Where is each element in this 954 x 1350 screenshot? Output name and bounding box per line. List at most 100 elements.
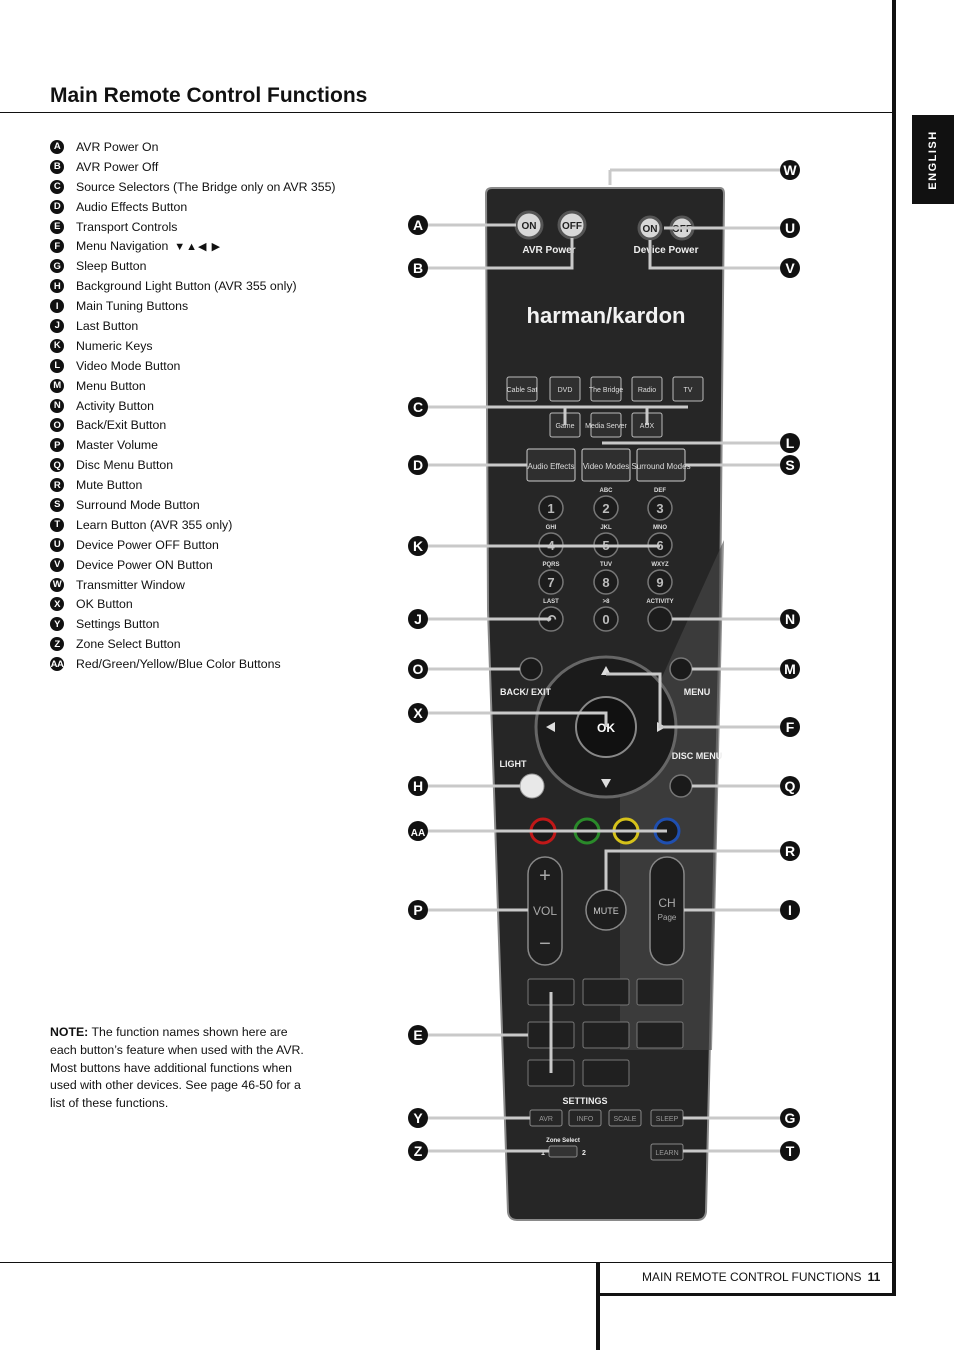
source-button-label: Game [555, 423, 574, 430]
legend-badge: N [50, 398, 64, 413]
callout-badge [408, 1141, 428, 1161]
source-button [631, 376, 663, 402]
legend-label: Surround Mode Button [76, 497, 200, 512]
numeric-key [647, 495, 673, 521]
legend-badge: H [50, 279, 64, 294]
legend-label: Zone Select Button [76, 637, 181, 652]
numeric-key [593, 569, 619, 595]
callout-badge [780, 609, 800, 629]
callout-badge [408, 258, 428, 278]
volume-plus: + [539, 865, 551, 887]
footer-corner-rule [596, 1262, 600, 1350]
ok-button-label: OK [597, 721, 615, 735]
callout-badge [780, 659, 800, 679]
numeric-key-letters: ACTIVITY [646, 599, 673, 605]
legend-label: Video Mode Button [76, 358, 181, 373]
zone-select-title: Zone Select [546, 1138, 580, 1144]
legend-label: Mute Button [76, 478, 143, 493]
menu-navigation-arrows: ▼▲◀ ▶ [174, 240, 222, 253]
callout-letter: R [785, 843, 795, 859]
legend-badge: L [50, 358, 64, 373]
callout-leader-line [428, 711, 608, 727]
callout-letter: K [413, 538, 423, 554]
callout-badge [780, 1141, 800, 1161]
legend-badge: E [50, 219, 64, 234]
callout-letter: N [785, 611, 795, 627]
callout-badge [780, 455, 800, 475]
callout-letter: A [413, 217, 423, 233]
callout-badge [408, 609, 428, 629]
numeric-key-digit: 3 [656, 501, 663, 516]
language-tab: ENGLISH [912, 115, 954, 204]
legend-label: Red/Green/Yellow/Blue Color Buttons [76, 657, 281, 672]
callout-badge [408, 1108, 428, 1128]
callout-letter: C [413, 399, 423, 415]
callout-letter: W [783, 162, 797, 178]
callout-letter: G [785, 1110, 796, 1126]
menu-label: MENU [684, 687, 711, 697]
settings-title: SETTINGS [562, 1096, 607, 1106]
settings-button-label: SLEEP [656, 1116, 679, 1123]
numeric-key-digit: 1 [547, 501, 554, 516]
menu-button [669, 657, 693, 681]
footer-underline-rule [596, 1293, 896, 1296]
legend-badge: AA [50, 657, 64, 672]
callout-letter: Z [414, 1143, 423, 1159]
legend-badge: V [50, 557, 64, 572]
callout-leader-line [606, 672, 780, 729]
callout-badge [408, 1025, 428, 1045]
footer-label: MAIN REMOTE CONTROL FUNCTIONS [642, 1270, 862, 1284]
callout-letter: D [413, 457, 423, 473]
settings-button [568, 1109, 602, 1127]
note-lead: NOTE: [50, 1025, 89, 1039]
mode-button-label: Surround Modes [631, 462, 690, 471]
callout-badge [408, 821, 428, 841]
channel-sub-label: Page [658, 913, 677, 922]
page-edge-rule [892, 0, 896, 1296]
page-title: Main Remote Control Functions [50, 84, 368, 107]
settings-button-label: SCALE [614, 1116, 637, 1123]
callout-badge [408, 397, 428, 417]
callout-leader-line [604, 849, 780, 890]
numeric-key-digit: 0 [602, 612, 609, 627]
legend-label: Numeric Keys [76, 338, 153, 353]
device-power-on-button [637, 215, 663, 241]
light-button [519, 773, 545, 799]
mode-button-label: Audio Effects [528, 462, 575, 471]
light-label: LIGHT [500, 759, 527, 769]
callout-badge [780, 258, 800, 278]
source-button [549, 376, 581, 402]
callout-letter: O [413, 661, 424, 677]
legend-label: Transport Controls [76, 219, 178, 234]
legend-label: AVR Power Off [76, 159, 159, 174]
numeric-key [538, 495, 564, 521]
transport-button [636, 1021, 684, 1049]
callout-badge [780, 841, 800, 861]
mute-label: MUTE [593, 906, 619, 916]
callout-badge [780, 776, 800, 796]
numeric-key-digit: 7 [547, 575, 554, 590]
legend-label: Source Selectors (The Bridge only on AVR… [76, 179, 336, 194]
legend-badge: I [50, 299, 64, 314]
disc-menu-button [669, 774, 693, 798]
legend-label: AVR Power On [76, 139, 159, 154]
numeric-key-letters: DEF [654, 488, 666, 494]
source-button-label: The Bridge [589, 387, 623, 394]
brand-logo: harman/kardon [527, 303, 686, 328]
channel-rocker [649, 856, 685, 966]
back-exit-button [519, 657, 543, 681]
callout-letter: B [413, 260, 423, 276]
source-button-label: TV [684, 387, 693, 394]
note-text: The function names shown here are each b… [50, 1025, 304, 1111]
